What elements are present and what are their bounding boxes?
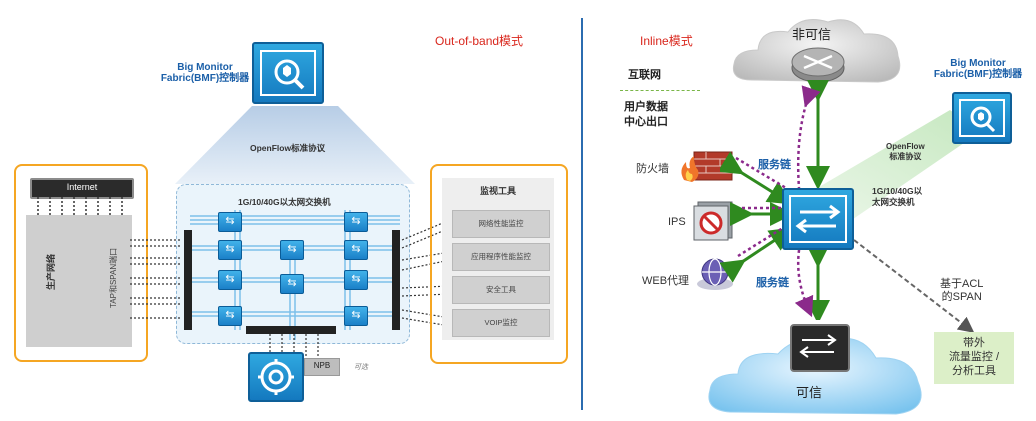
tool-app-performance: 应用程序性能监控 <box>452 243 550 271</box>
switch-label: 1G/10/40G以 太网交换机 <box>872 186 923 207</box>
tool-voip: VOIP监控 <box>452 309 550 337</box>
fabric-switch-icon: ⇆ <box>280 240 304 260</box>
acl-span-label: 基于ACL 的SPAN <box>940 278 984 303</box>
fabric-switch-icon: ⇆ <box>218 306 242 326</box>
internet-label: Internet <box>66 182 98 192</box>
left-openflow-beam <box>175 106 415 184</box>
internet-dc-divider <box>620 90 700 91</box>
fabric-switch-icon: ⇆ <box>344 212 368 232</box>
npb-label: NPB <box>313 361 331 370</box>
tool-security: 安全工具 <box>452 276 550 304</box>
right-openflow-label: OpenFlow 标准协议 <box>886 142 925 161</box>
internet-bar: Internet <box>30 178 134 199</box>
ips-label: IPS <box>668 216 686 228</box>
internet-links <box>37 197 123 215</box>
right-mode-label: Inline模式 <box>640 34 693 48</box>
left-mode-label: Out-of-band模式 <box>435 34 524 48</box>
gear-sync-icon <box>258 359 294 395</box>
fabric-area <box>176 184 410 344</box>
npb-controller-icon <box>248 352 304 402</box>
trusted-router-icon <box>790 324 850 372</box>
web-proxy-label: WEB代理 <box>642 275 690 287</box>
shield-search-icon <box>959 99 1005 137</box>
untrusted-label: 非可信 <box>792 27 832 42</box>
fabric-left-port-bar <box>184 230 192 330</box>
acl-span-arrow <box>853 239 975 333</box>
fabric-switch-icon: ⇆ <box>218 240 242 260</box>
shield-search-icon <box>260 50 316 96</box>
left-controller-label: Big Monitor Fabric(BMF)控制器 <box>160 62 250 84</box>
fabric-switch-icon: ⇆ <box>344 306 368 326</box>
production-network-frame <box>14 164 148 362</box>
fabric-right-port-bar <box>392 230 400 330</box>
trusted-label: 可信 <box>796 385 823 400</box>
optional-label: 可选 <box>354 364 368 371</box>
tap-span-label: TAP和SPAN端口 <box>109 247 118 308</box>
monitor-tools-title: 监视工具 <box>479 186 516 196</box>
fabric-switch-icon: ⇆ <box>344 240 368 260</box>
left-bmf-controller-icon <box>252 42 324 104</box>
fabric-switch-icon: ⇆ <box>218 212 242 232</box>
fabric-bottom-port-bar <box>246 326 336 334</box>
service-chain-top-label: 服务链 <box>758 159 791 171</box>
right-bmf-controller-icon <box>952 92 1012 144</box>
fabric-label: 1G/10/40G以太网交换机 <box>238 197 331 207</box>
section-divider <box>581 18 583 410</box>
fabric-switch-icon: ⇆ <box>344 270 368 290</box>
service-chain-arrows <box>720 80 830 320</box>
oob-tool-label: 带外 流量监控 / 分析工具 <box>948 337 1000 377</box>
router-icon <box>799 334 837 358</box>
tool-network-performance: 网络性能监控 <box>452 210 550 238</box>
oob-tool-box <box>934 332 1014 384</box>
service-chain-bottom-label: 服务链 <box>756 277 789 289</box>
router-icon <box>791 47 845 83</box>
firewall-label: 防火墙 <box>636 163 669 175</box>
fabric-switch-icon: ⇆ <box>218 270 242 290</box>
production-network-label: 生产网络 <box>46 253 56 290</box>
switch-arrows-icon <box>789 195 847 243</box>
dc-exit-label: 用户数据 中心出口 <box>624 101 668 128</box>
inline-switch-icon <box>782 188 854 250</box>
right-controller-label: Big Monitor Fabric(BMF)控制器 <box>933 58 1023 80</box>
production-network-panel <box>26 215 132 347</box>
left-openflow-label: OpenFlow标准协议 <box>250 143 326 153</box>
monitor-tools-frame: 监视工具 网络性能监控 应用程序性能监控 安全工具 VOIP监控 <box>430 164 568 364</box>
internet-label-right: 互联网 <box>628 69 661 81</box>
npb-badge: NPB <box>304 358 340 376</box>
fabric-switch-icon: ⇆ <box>280 274 304 294</box>
